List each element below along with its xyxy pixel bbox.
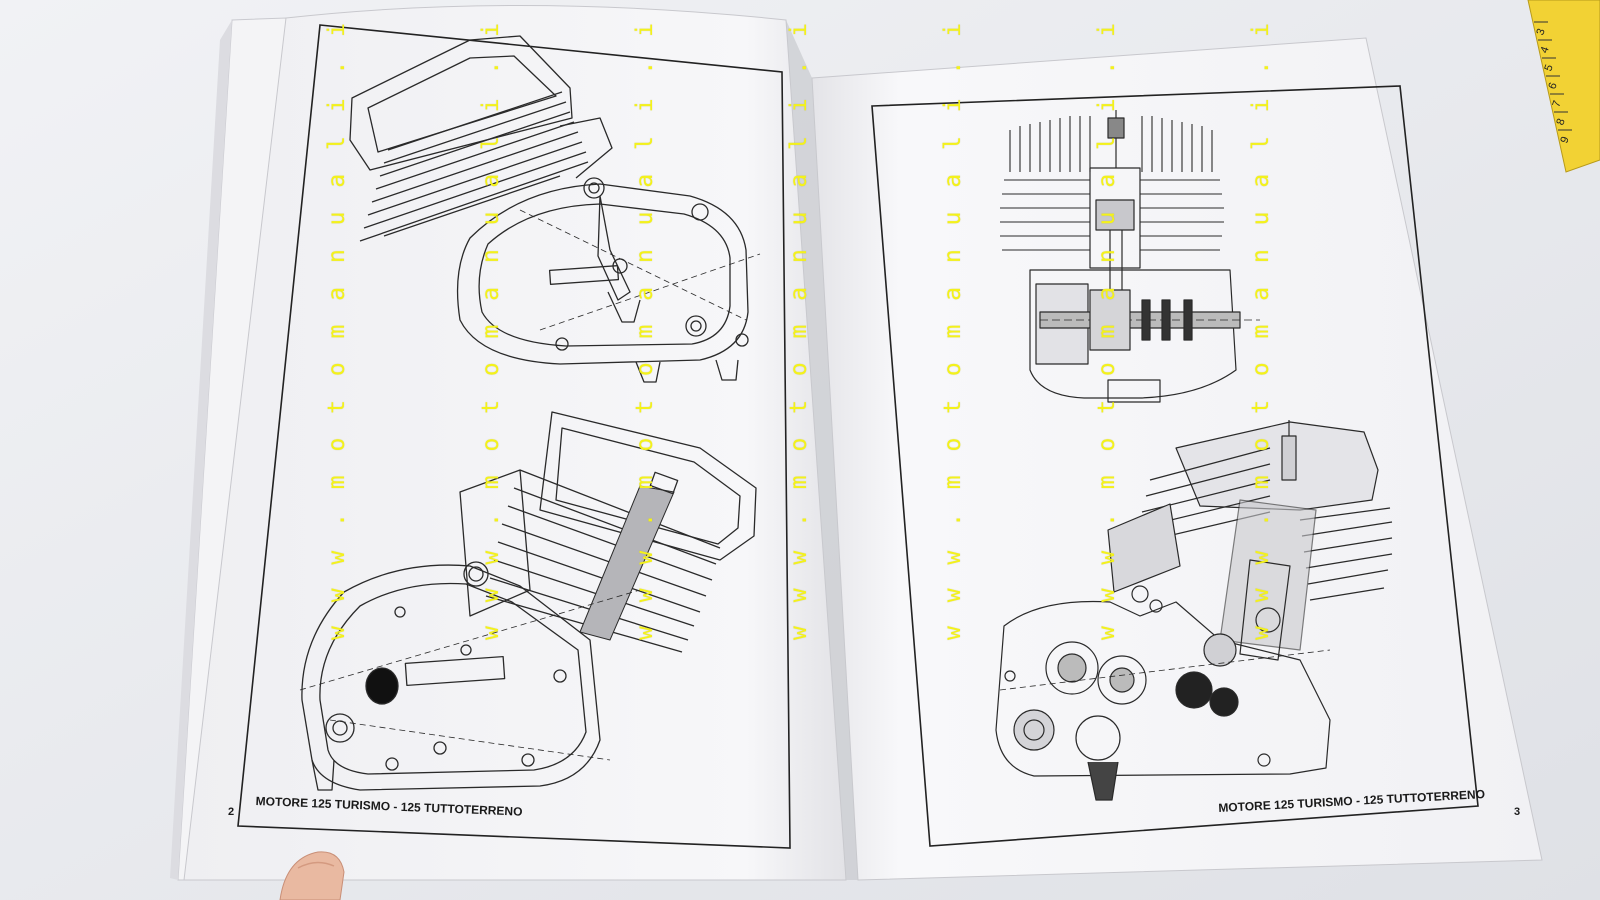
watermark-text: w w w . m o t o m a n u a l i . i t (1094, 0, 1120, 640)
watermark-text: w w w . m o t o m a n u a l i . i t (478, 0, 504, 640)
right-page (811, 37, 1543, 881)
engine-side-view-drawing (349, 35, 761, 383)
watermark-text: w w w . m o t o m a n u a l i . i t (786, 0, 812, 640)
ruler (1527, 0, 1600, 173)
watermark-text: w w w . m o t o m a n u a l i . i t (940, 0, 966, 640)
engine-cutaway-drawing (995, 420, 1393, 801)
engine-cross-section-drawing (1000, 110, 1260, 403)
gutter-shadow (786, 20, 858, 880)
watermark-text: w w w . m o t o m a n u a l i . i t (1248, 0, 1274, 640)
thumb (279, 851, 345, 900)
right-page-number: 3 (1514, 806, 1521, 818)
left-page (183, 4, 847, 881)
left-page-number: 2 (228, 806, 235, 818)
watermark-text: w w w . m o t o m a n u a l i . i t (324, 0, 350, 640)
watermark-text: w w w . m o t o m a n u a l i . i t (632, 0, 658, 640)
engine-lower-side-view-drawing (299, 411, 757, 791)
